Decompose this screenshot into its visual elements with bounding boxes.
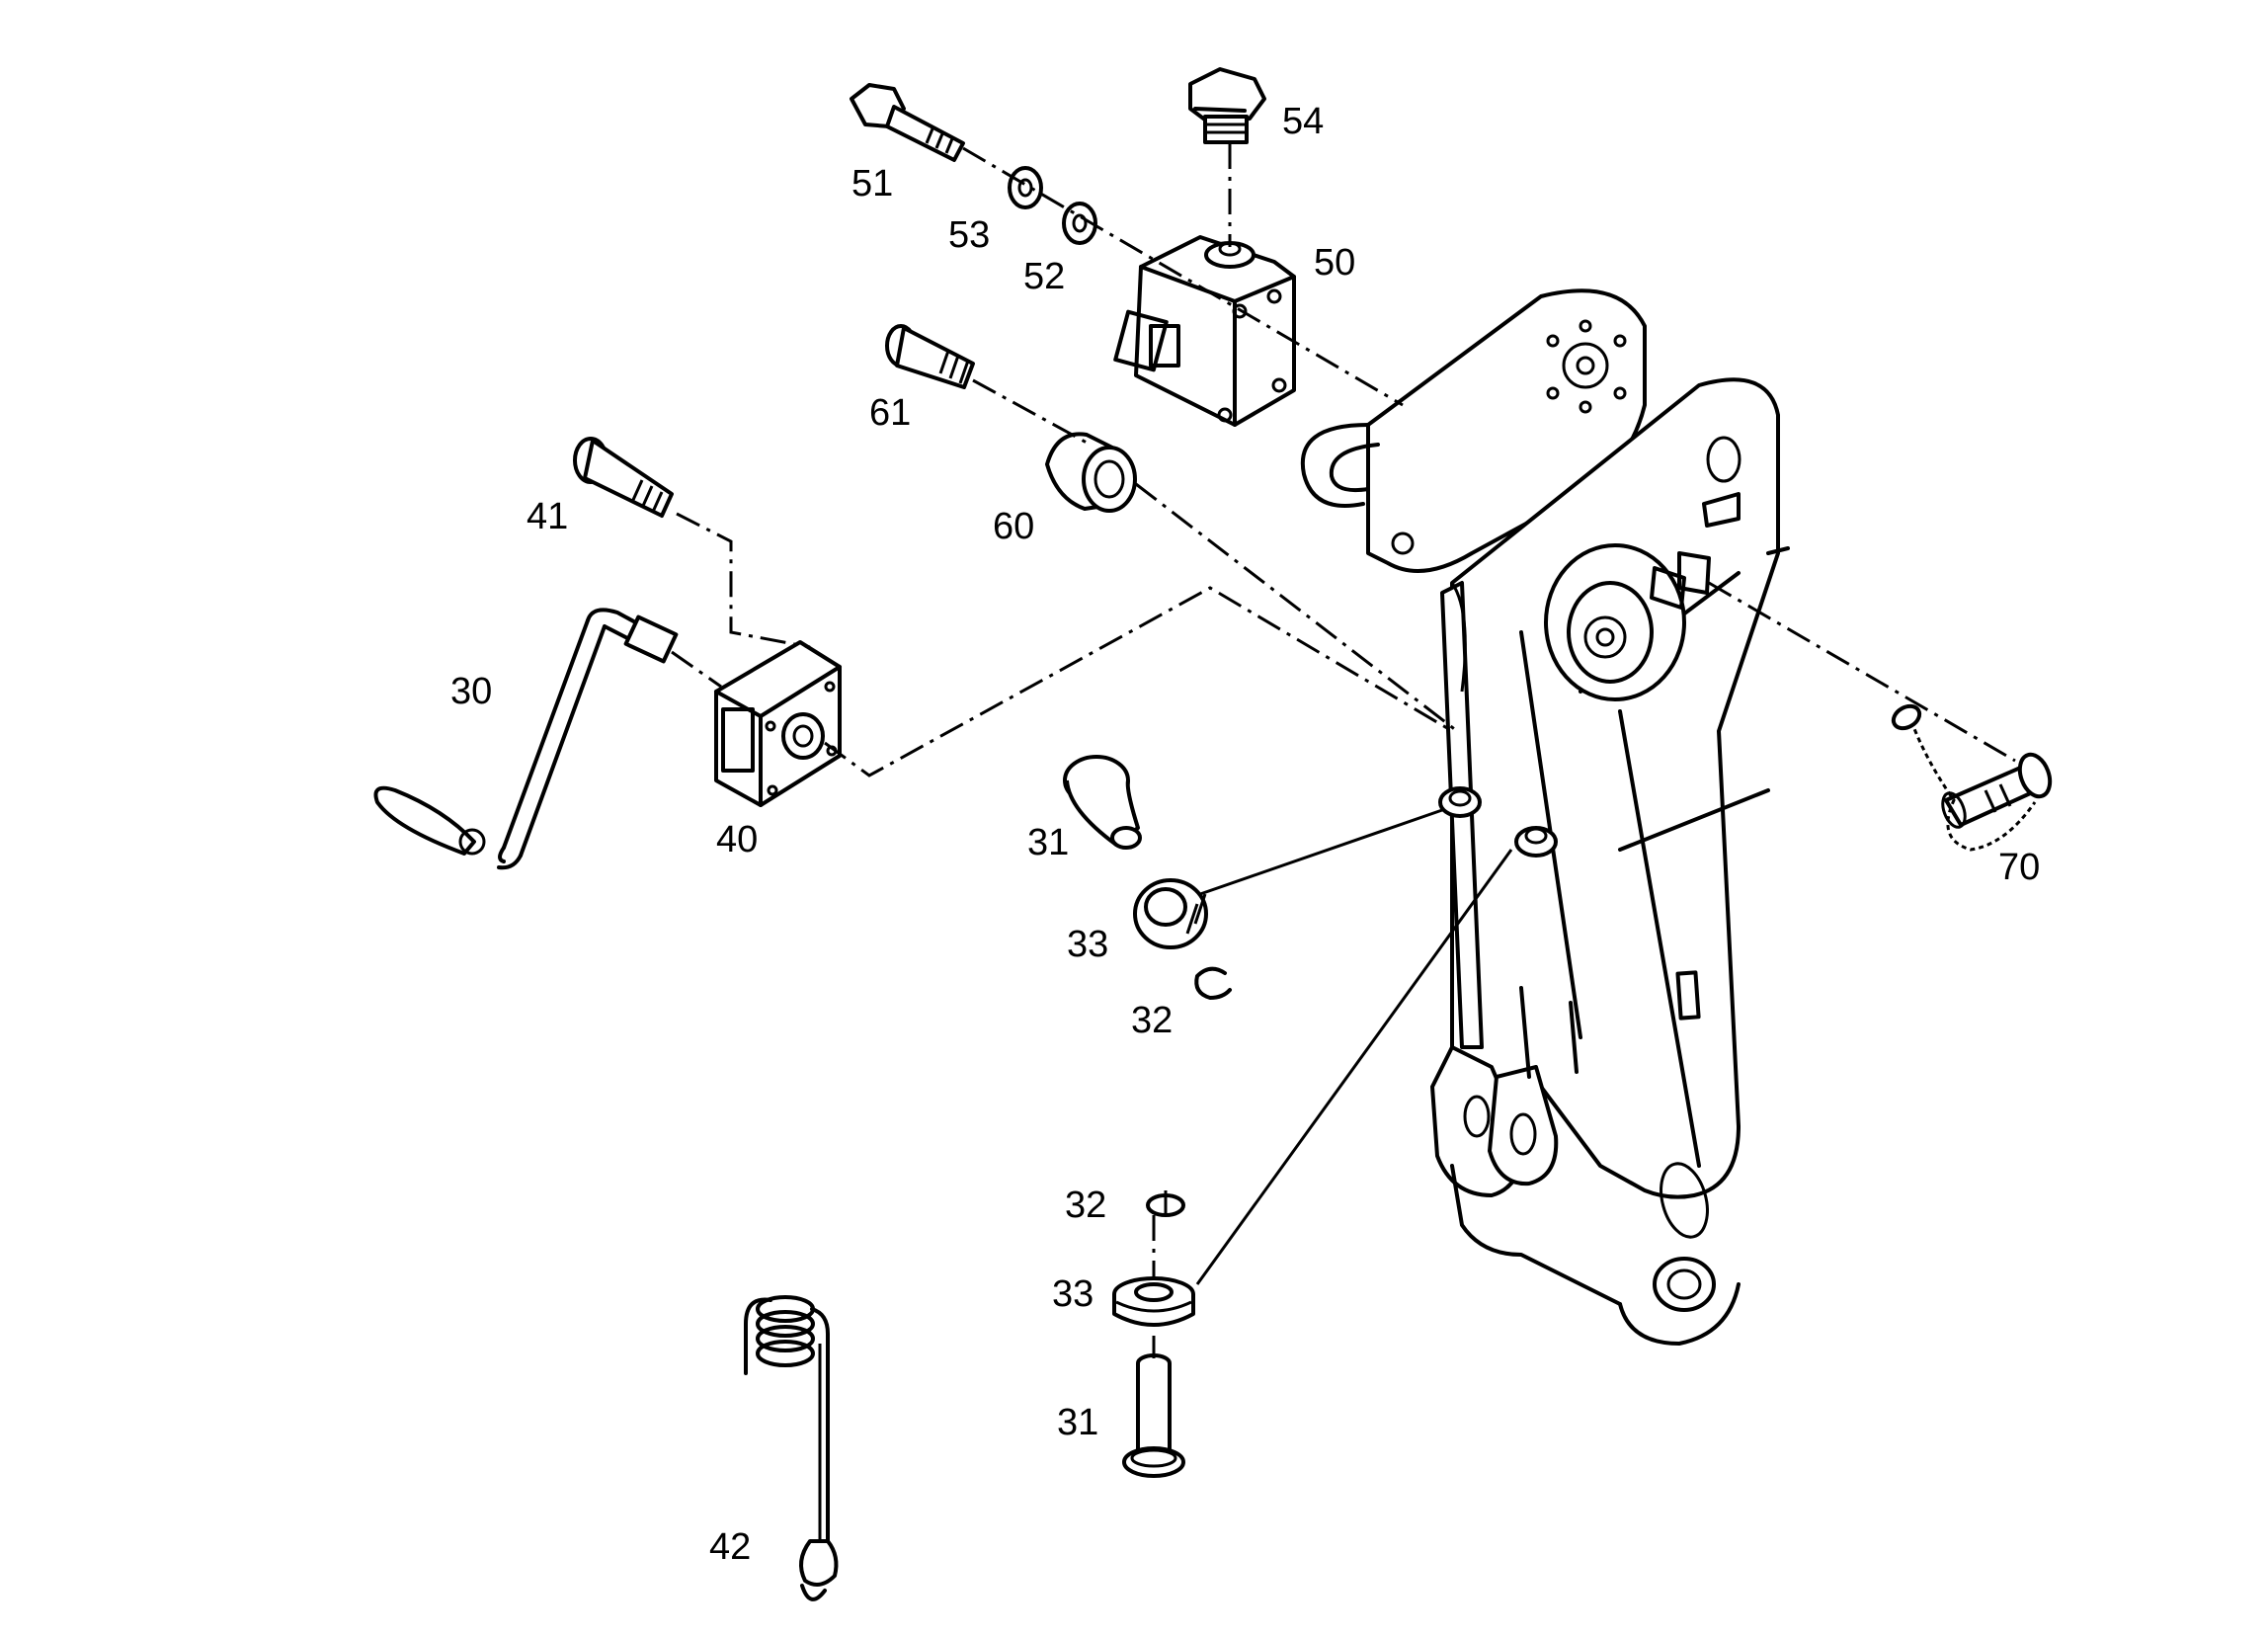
callout-54: 54 bbox=[1282, 101, 1324, 142]
bolt-41 bbox=[573, 437, 674, 518]
callout-53: 53 bbox=[948, 214, 990, 256]
callout-50: 50 bbox=[1314, 242, 1355, 284]
bolt-61 bbox=[885, 324, 975, 389]
callout-51: 51 bbox=[851, 163, 893, 204]
assembly-lines bbox=[671, 143, 2016, 1358]
gearbox-50 bbox=[1113, 235, 1296, 427]
pin-31-lower bbox=[1122, 1353, 1185, 1478]
arm-rings bbox=[1438, 786, 1558, 858]
leader-lines bbox=[1195, 582, 1513, 1285]
spacer-33-lower bbox=[1112, 1276, 1195, 1327]
callout-33-lower: 33 bbox=[1052, 1273, 1094, 1315]
callout-32-lower: 32 bbox=[1065, 1185, 1106, 1226]
callout-30: 30 bbox=[450, 671, 492, 712]
callout-60: 60 bbox=[993, 506, 1034, 547]
spring-42 bbox=[744, 1295, 839, 1601]
washer-53 bbox=[1008, 166, 1043, 209]
callout-70: 70 bbox=[1998, 847, 2040, 888]
callout-40: 40 bbox=[716, 819, 758, 860]
crank-30 bbox=[373, 608, 679, 870]
callout-33-upper: 33 bbox=[1067, 924, 1108, 965]
bolt-51 bbox=[850, 83, 965, 162]
callout-41: 41 bbox=[526, 496, 568, 537]
main-arm bbox=[1300, 288, 1790, 1346]
callout-31-lower: 31 bbox=[1057, 1402, 1098, 1443]
mount-bolt-holes bbox=[1546, 319, 1627, 414]
callout-61: 61 bbox=[869, 392, 911, 434]
callout-42: 42 bbox=[709, 1526, 751, 1568]
callout-labels: 51 53 52 54 50 61 60 41 30 40 31 33 32 7… bbox=[450, 101, 2040, 1568]
spacer-33-upper bbox=[1133, 878, 1208, 949]
ring-32-lower bbox=[1146, 1190, 1185, 1217]
pin-31-upper bbox=[1063, 755, 1142, 850]
callout-52: 52 bbox=[1023, 256, 1065, 297]
ring-32-upper bbox=[1194, 966, 1232, 1000]
housing-40 bbox=[714, 640, 842, 807]
plug-54 bbox=[1188, 67, 1266, 144]
callout-31-upper: 31 bbox=[1027, 822, 1069, 863]
bushing-60 bbox=[1045, 432, 1137, 513]
callout-32-upper: 32 bbox=[1131, 1000, 1173, 1041]
pin-70 bbox=[1891, 703, 2053, 852]
